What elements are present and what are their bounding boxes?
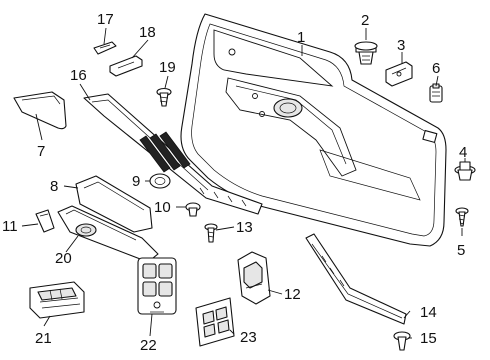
callout-18: 18 [139, 24, 156, 41]
callout-2: 2 [361, 12, 369, 29]
callout-5: 5 [457, 242, 465, 259]
screw-part-10 [185, 202, 201, 217]
callout-3: 3 [397, 37, 405, 54]
screw-part-19 [156, 87, 172, 107]
callout-23: 23 [240, 329, 257, 346]
callout-13: 13 [236, 219, 253, 236]
trim-panel-part-8 [75, 175, 153, 233]
switch-module-part-21 [29, 281, 85, 319]
callout-10: 10 [154, 199, 171, 216]
callout-7: 7 [37, 143, 45, 160]
callout-labels: 1 2 3 4 5 6 7 8 9 10 11 12 13 14 15 16 1… [2, 11, 467, 354]
push-pin-part-15 [393, 331, 411, 351]
clip-part-17 [93, 41, 117, 55]
trim-strip-part-16 [83, 93, 263, 215]
callout-9: 9 [132, 173, 140, 190]
trim-piece-part-7 [13, 91, 67, 130]
leader-lines [21, 27, 466, 339]
callout-11: 11 [2, 218, 18, 235]
door-trim-panel [180, 13, 447, 247]
push-clip-part-2 [354, 41, 378, 65]
callout-4: 4 [459, 144, 467, 161]
grommet-part-9 [149, 173, 171, 189]
screw-part-13 [204, 223, 218, 243]
callout-17: 17 [97, 11, 114, 28]
bracket-part-3 [385, 61, 413, 87]
callout-20: 20 [55, 250, 72, 267]
callout-15: 15 [420, 330, 437, 347]
clip-part-4 [454, 161, 476, 181]
callout-1: 1 [297, 29, 305, 46]
bracket-part-18 [109, 55, 143, 77]
callout-6: 6 [432, 60, 440, 77]
trim-strip-part-14 [305, 233, 407, 325]
callout-21: 21 [35, 330, 52, 347]
callout-16: 16 [70, 67, 87, 84]
switch-block-part-23 [195, 297, 235, 347]
callout-19: 19 [159, 59, 176, 76]
switch-housing-part-12 [237, 251, 271, 305]
window-switch-part-22 [137, 257, 177, 315]
bracket-part-11 [35, 209, 55, 233]
callout-14: 14 [420, 304, 437, 321]
screw-part-5 [455, 207, 469, 227]
switch-panel-part-20 [57, 205, 159, 263]
callout-22: 22 [140, 337, 157, 354]
callout-12: 12 [284, 286, 301, 303]
callout-8: 8 [50, 178, 58, 195]
clip-part-6 [429, 83, 443, 103]
